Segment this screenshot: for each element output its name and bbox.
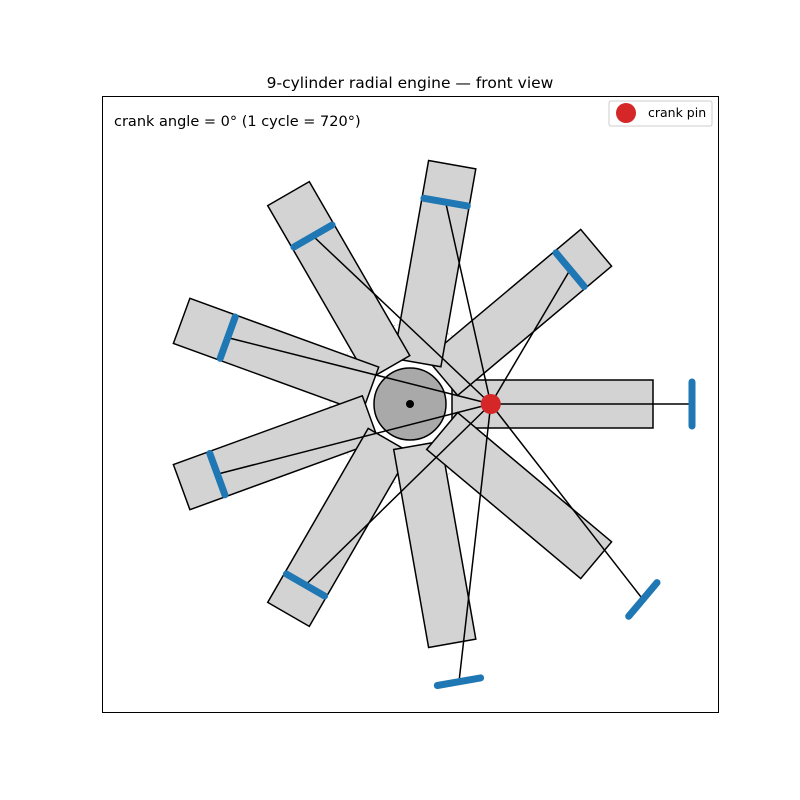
piston-2	[552, 249, 588, 290]
cylinder-8	[392, 440, 477, 649]
connecting-rod-9	[490, 403, 644, 600]
legend-label: crank pin	[648, 105, 706, 120]
legend: crank pin	[608, 100, 713, 127]
connecting-rod-7	[304, 403, 492, 586]
piston-3	[420, 194, 471, 210]
connecting-rod-4	[312, 235, 492, 405]
piston-7	[282, 570, 329, 600]
cylinder-4	[266, 180, 411, 381]
piston-9	[625, 579, 661, 620]
piston-4	[290, 221, 336, 251]
cylinder-6	[172, 394, 380, 511]
cylinder-9	[425, 411, 613, 580]
cylinder-7	[266, 427, 411, 628]
piston-5	[216, 313, 239, 362]
cylinder-3	[392, 159, 477, 368]
piston-group	[206, 194, 696, 689]
piston-8	[433, 674, 485, 689]
connecting-rod-3	[444, 201, 492, 405]
crankshaft-center	[406, 400, 414, 408]
connecting-rod-2	[490, 269, 571, 405]
connecting-rod-6	[217, 403, 491, 475]
connecting-rod-8	[458, 403, 492, 682]
connecting-rod-group	[217, 201, 692, 682]
figure-title: 9-cylinder radial engine — front view	[267, 74, 554, 92]
engine-drawing	[172, 159, 696, 689]
connecting-rod-5	[227, 336, 491, 405]
legend-crank-pin-marker	[616, 103, 636, 123]
crank-pin	[480, 394, 501, 414]
cylinder-2	[425, 228, 613, 397]
crank-angle-label: crank angle = 0° (1 cycle = 720°)	[114, 114, 361, 130]
cylinder-5	[172, 297, 380, 414]
piston-6	[206, 449, 229, 499]
legend-box	[608, 100, 713, 127]
